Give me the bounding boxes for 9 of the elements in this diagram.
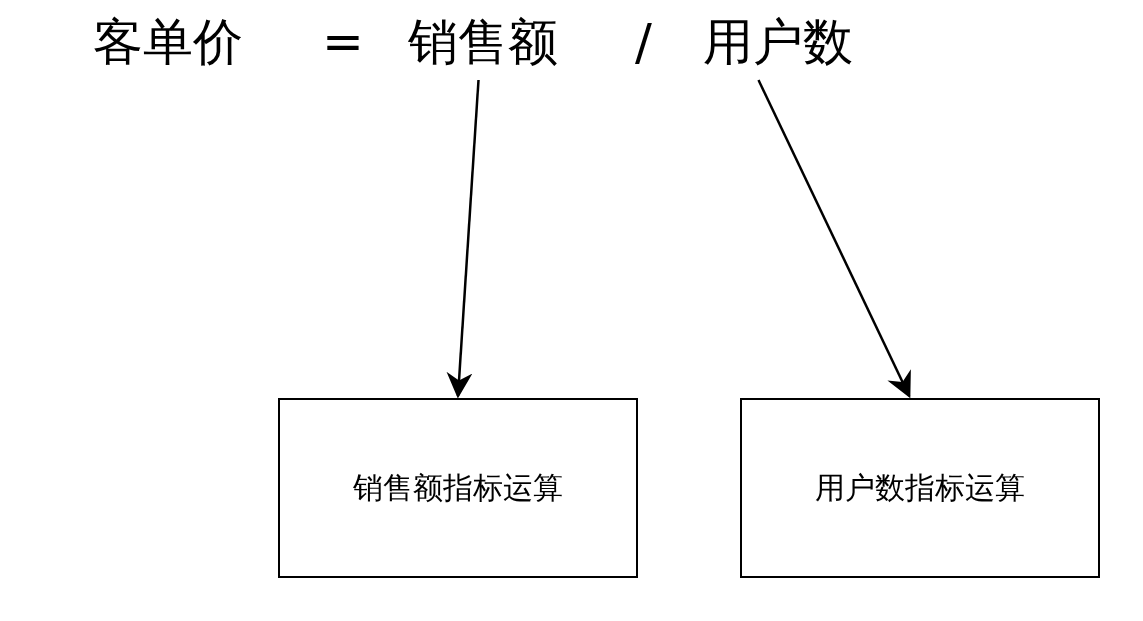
formula-text: 客单价: [93, 12, 243, 72]
process-box: 销售额指标运算: [278, 398, 638, 578]
process-box: 用户数指标运算: [740, 398, 1100, 578]
arrow: [446, 79, 480, 399]
formula-term: 销售额: [408, 12, 558, 72]
formula-term: 用户数: [703, 12, 853, 72]
formula-text: =: [322, 12, 364, 72]
formula-text: /: [635, 12, 652, 72]
arrow: [757, 79, 911, 399]
